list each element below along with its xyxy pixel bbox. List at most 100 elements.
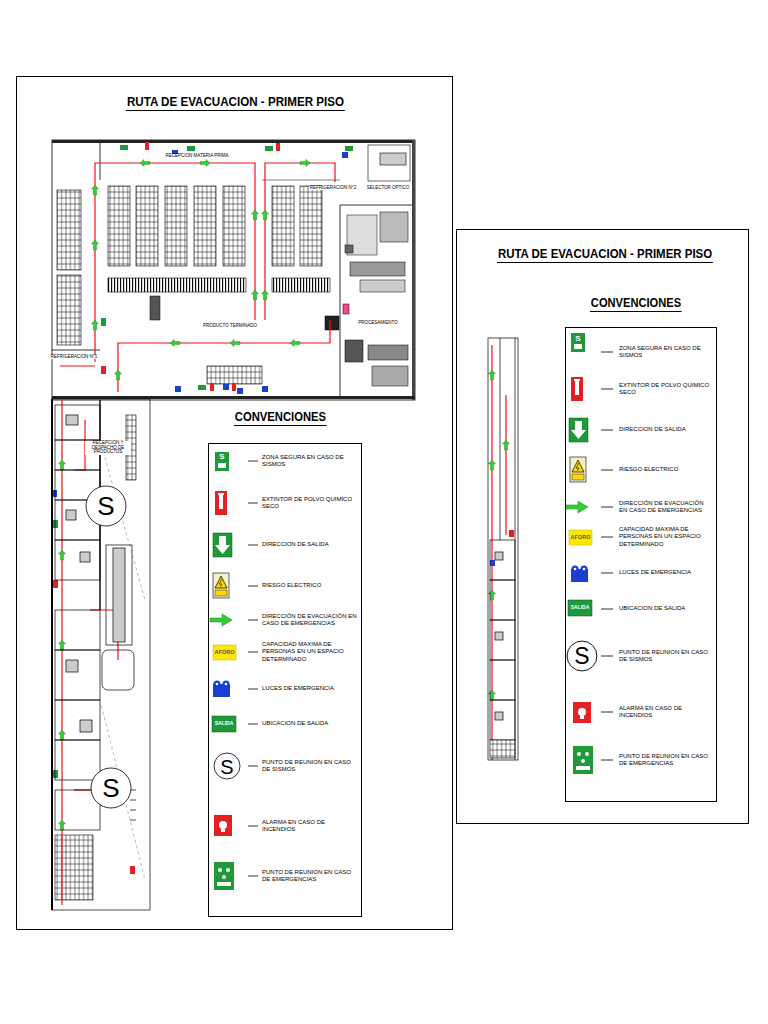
building-walls <box>52 140 415 400</box>
legend-symbols <box>213 645 236 660</box>
legend-text: ALARMA EN CASO DE INCENDIOS <box>619 705 713 719</box>
evacuation-arrows <box>170 339 180 346</box>
building-walls <box>380 153 406 165</box>
legend-dashes <box>601 430 613 431</box>
evacuation-arrows <box>114 370 121 380</box>
building-walls <box>262 180 340 181</box>
lower-building <box>55 740 100 780</box>
storage-racks <box>194 186 216 266</box>
legend-dashes <box>248 503 258 504</box>
plan-safety-icons <box>262 386 268 392</box>
plan-safety-icons <box>223 384 229 390</box>
plan-safety-icons <box>101 318 106 326</box>
plan-safety-icons <box>101 366 106 374</box>
legend-symbols <box>213 573 229 598</box>
machinery <box>372 366 408 386</box>
machinery <box>325 316 339 330</box>
machinery <box>350 262 405 276</box>
evacuation-arrows <box>488 370 495 380</box>
legend-dashes <box>248 876 258 877</box>
legend-dashes <box>248 826 258 827</box>
panel-title: RUTA DE EVACUACION - PRIMER PISO <box>497 247 713 263</box>
evacuation-route <box>60 163 506 905</box>
lower-building <box>86 486 126 526</box>
plan-safety-icons <box>210 383 214 391</box>
safe-zone-letter: S <box>220 756 233 778</box>
lower-building <box>55 540 100 580</box>
evacuation-arrows <box>58 460 65 470</box>
evacuation-route <box>75 420 85 470</box>
evacuation-arrows <box>502 440 509 450</box>
machinery <box>150 296 160 320</box>
legend-symbols <box>214 862 234 890</box>
legend-dashes <box>601 712 613 713</box>
plan-safety-icons <box>175 386 181 392</box>
icon-letter: S <box>575 335 580 344</box>
building-walls <box>52 140 415 143</box>
legend-symbols <box>213 533 232 557</box>
legend-symbols <box>215 491 227 515</box>
safe-zone-letter: S <box>96 492 115 521</box>
legend-dashes <box>601 470 613 471</box>
area-label: PRODUCTO TERMINADO <box>202 324 258 329</box>
storage-racks <box>136 186 158 266</box>
legend-dashes <box>601 573 613 574</box>
legend-dashes <box>601 656 613 657</box>
lower-building <box>52 399 150 910</box>
evacuation-arrows <box>91 185 98 195</box>
legend-text: DIRECCIÓN DE EVACUACIÓN EN CASO DE EMERG… <box>619 500 713 514</box>
partial-plan <box>500 338 501 540</box>
legend-symbols <box>573 702 591 723</box>
evacuation-arrows <box>261 290 268 300</box>
legend-text: PUNTO DE REUNION EN CASO DE SISMOS <box>619 649 713 663</box>
legend-text: RIESGO ELECTRICO <box>619 466 713 473</box>
legend-text: PUNTO DE REUNION EN CASO DE SISMOS <box>262 759 357 773</box>
plan-safety-icons <box>345 146 353 151</box>
lower-building <box>66 510 76 520</box>
evacuation-arrows <box>290 339 300 346</box>
area-label: REFRIGERACION N°1 <box>50 355 98 360</box>
legend-text: ZONA SEGURA EN CASO DE SISMOS <box>262 454 357 468</box>
evacuation-arrows <box>230 339 240 346</box>
legend-text: UBICACION DE SALIDA <box>619 605 713 612</box>
legend-text: PUNTO DE REUNION EN CASO DE EMERGENCIAS <box>619 753 713 767</box>
icon-letter: S <box>219 453 224 462</box>
machinery <box>380 212 408 242</box>
storage-racks <box>272 186 294 266</box>
legend-text: ZONA SEGURA EN CASO DE SISMOS <box>619 345 713 359</box>
legend-heading: CONVENCIONES <box>590 296 682 312</box>
storage-racks <box>57 190 81 270</box>
plan-safety-icons <box>198 385 206 390</box>
area-label: RECEPCION MATERIA PRIMA <box>165 154 230 159</box>
lower-building <box>55 610 100 650</box>
partial-plan <box>490 700 515 740</box>
safe-zone-letter: S <box>101 774 120 803</box>
legend-symbols <box>213 681 230 698</box>
partial-plan <box>495 632 503 640</box>
storage-racks <box>300 186 322 266</box>
plan-safety-icons <box>53 520 58 528</box>
lower-building <box>130 800 136 801</box>
machinery <box>343 304 349 314</box>
legend-dashes <box>601 507 613 508</box>
legend-box: CONVENCIONESZONA SEGURA EN CASO DE SISMO… <box>208 443 362 917</box>
evacuation-arrows <box>58 159 509 830</box>
legend-symbols <box>566 501 588 513</box>
plan-safety-icons <box>52 142 514 874</box>
legend-symbols <box>569 418 588 442</box>
legend-dashes <box>248 620 258 621</box>
icon-text: AFORO <box>571 534 591 540</box>
storage-racks <box>272 278 330 292</box>
building-walls <box>52 140 415 400</box>
evacuation-arrows <box>140 159 150 166</box>
building-walls <box>368 145 410 181</box>
area-label: PROCESAMIENTO <box>357 321 398 326</box>
panel-title: RUTA DE EVACUACION - PRIMER PISO <box>126 95 345 111</box>
legend-text: UBICACION DE SALIDA <box>262 720 357 727</box>
lower-building <box>130 820 136 821</box>
icon-text: SALIDA <box>215 721 234 727</box>
plan-safety-icons <box>237 388 243 394</box>
legend-dashes <box>601 609 613 610</box>
legend-heading: CONVENCIONES <box>234 410 327 426</box>
legend-symbols <box>569 530 592 545</box>
